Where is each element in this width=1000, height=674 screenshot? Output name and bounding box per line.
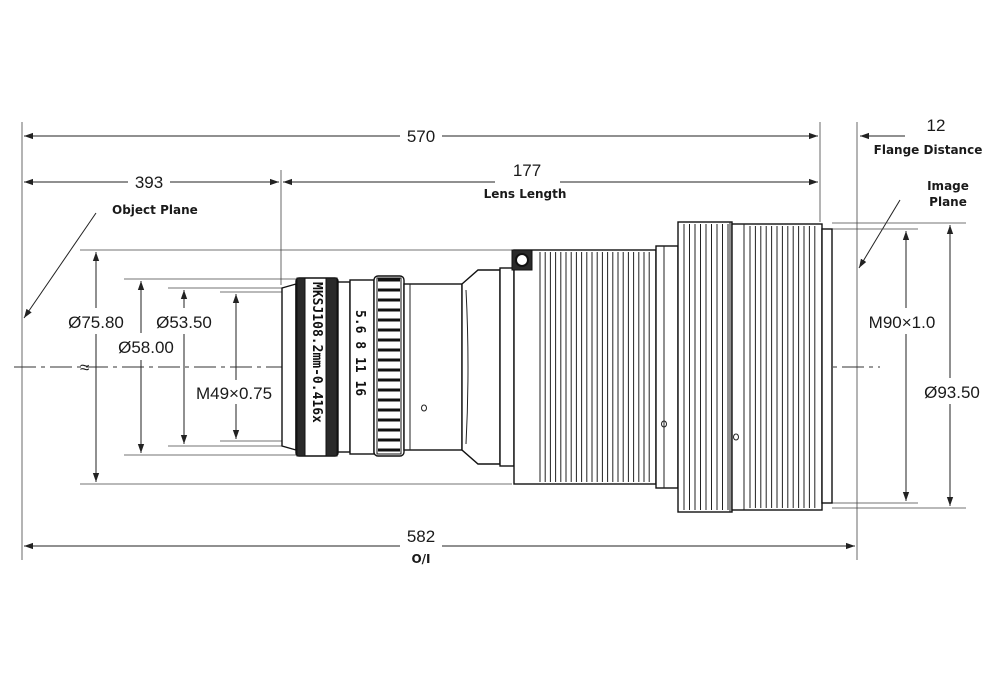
main-barrel-ribs bbox=[539, 252, 650, 482]
diameter-75-80: Ø75.80 bbox=[68, 252, 124, 482]
rear-housing-ribs bbox=[683, 224, 816, 510]
object-plane-label: Object Plane bbox=[112, 203, 198, 217]
diameter-93-50-label: Ø93.50 bbox=[924, 383, 980, 402]
collar bbox=[499, 267, 515, 467]
image-plane-label-2: Plane bbox=[929, 195, 967, 209]
front-ring-grip bbox=[296, 277, 338, 457]
diameter-93-50: Ø93.50 bbox=[924, 225, 980, 506]
lens-body: MKSJ108.2mm-0.416x 5.6 8 11 16 bbox=[281, 221, 833, 513]
extension-lines bbox=[21, 122, 858, 560]
main-barrel-screw bbox=[515, 253, 529, 267]
dim-oi-value: 582 bbox=[407, 527, 435, 546]
dim-flange-label: Flange Distance bbox=[874, 143, 983, 157]
front-connector bbox=[337, 281, 351, 453]
diameter-75-80-label: Ø75.80 bbox=[68, 313, 124, 332]
dimension-lens-length: 177 Lens Length bbox=[283, 161, 818, 201]
step-ring bbox=[655, 245, 679, 489]
rear-mount bbox=[821, 228, 833, 504]
diameter-53-50-label: Ø53.50 bbox=[156, 313, 212, 332]
middle-barrel bbox=[403, 283, 463, 451]
dimension-flange: 12 Flange Distance bbox=[860, 116, 982, 157]
barrel-screw-3 bbox=[733, 433, 739, 441]
thread-m90: M90×1.0 bbox=[869, 231, 936, 501]
front-ring-engraving: MKSJ108.2mm-0.416x bbox=[309, 282, 324, 423]
left-diameter-extensions bbox=[80, 249, 512, 485]
wave-symbol: ≈ bbox=[80, 358, 89, 377]
thread-m49-label: M49×0.75 bbox=[196, 384, 272, 403]
dim-object-distance-value: 393 bbox=[135, 173, 163, 192]
main-barrel bbox=[513, 249, 657, 485]
dimension-overall: 570 bbox=[24, 127, 818, 146]
dimension-oi: 582 O/I bbox=[24, 527, 855, 566]
dim-lens-length-value: 177 bbox=[513, 161, 541, 180]
thread-m49: M49×0.75 bbox=[196, 294, 272, 439]
thread-m90-label: M90×1.0 bbox=[869, 313, 936, 332]
dim-flange-value: 12 bbox=[927, 116, 946, 135]
diameter-53-50: Ø53.50 bbox=[156, 290, 212, 444]
dim-overall-value: 570 bbox=[407, 127, 435, 146]
image-plane-label-1: Image bbox=[927, 179, 969, 193]
rear-housing-front bbox=[677, 221, 733, 513]
barrel-screw-1 bbox=[421, 404, 427, 412]
front-tip bbox=[281, 283, 297, 451]
aperture-scale: 5.6 8 11 16 bbox=[352, 310, 367, 396]
dim-lens-length-label: Lens Length bbox=[484, 187, 567, 201]
dimension-object-distance: 393 bbox=[24, 173, 279, 192]
aperture-ring bbox=[349, 279, 375, 455]
knurled-ring-teeth bbox=[376, 277, 402, 455]
image-plane-callout: Image Plane bbox=[858, 179, 969, 269]
barrel-screw-2 bbox=[661, 420, 667, 428]
dim-oi-label: O/I bbox=[411, 552, 430, 566]
diameter-58-00-label: Ø58.00 bbox=[118, 338, 174, 357]
right-diameter-extensions bbox=[826, 222, 966, 509]
object-plane-callout: Object Plane bbox=[23, 203, 198, 319]
diameter-58-00: Ø58.00 bbox=[118, 281, 174, 453]
